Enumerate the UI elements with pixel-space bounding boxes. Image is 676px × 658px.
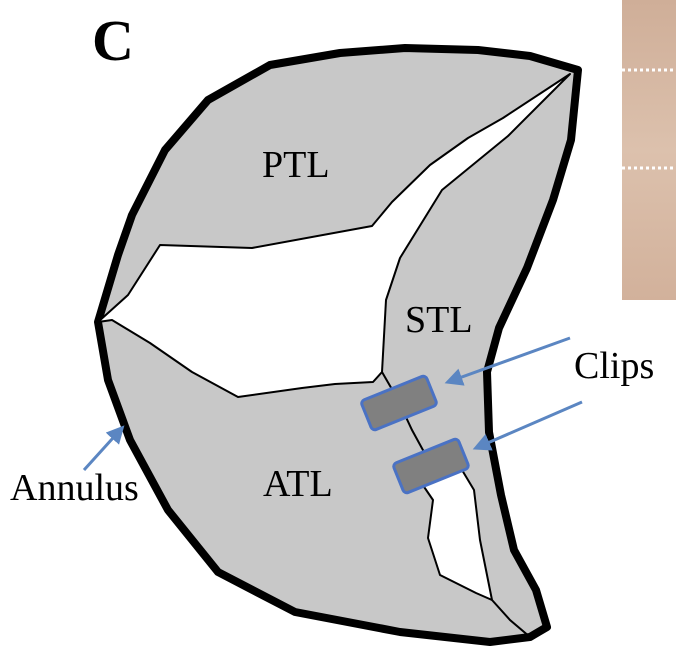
- annulus-arrow: [84, 428, 122, 470]
- label-ptl: PTL: [262, 144, 330, 186]
- panel-label: C: [92, 8, 134, 73]
- label-stl: STL: [405, 299, 473, 341]
- label-clips: Clips: [574, 345, 654, 387]
- label-annulus: Annulus: [10, 467, 139, 509]
- photo-inset: [622, 0, 676, 300]
- label-atl: ATL: [263, 463, 333, 505]
